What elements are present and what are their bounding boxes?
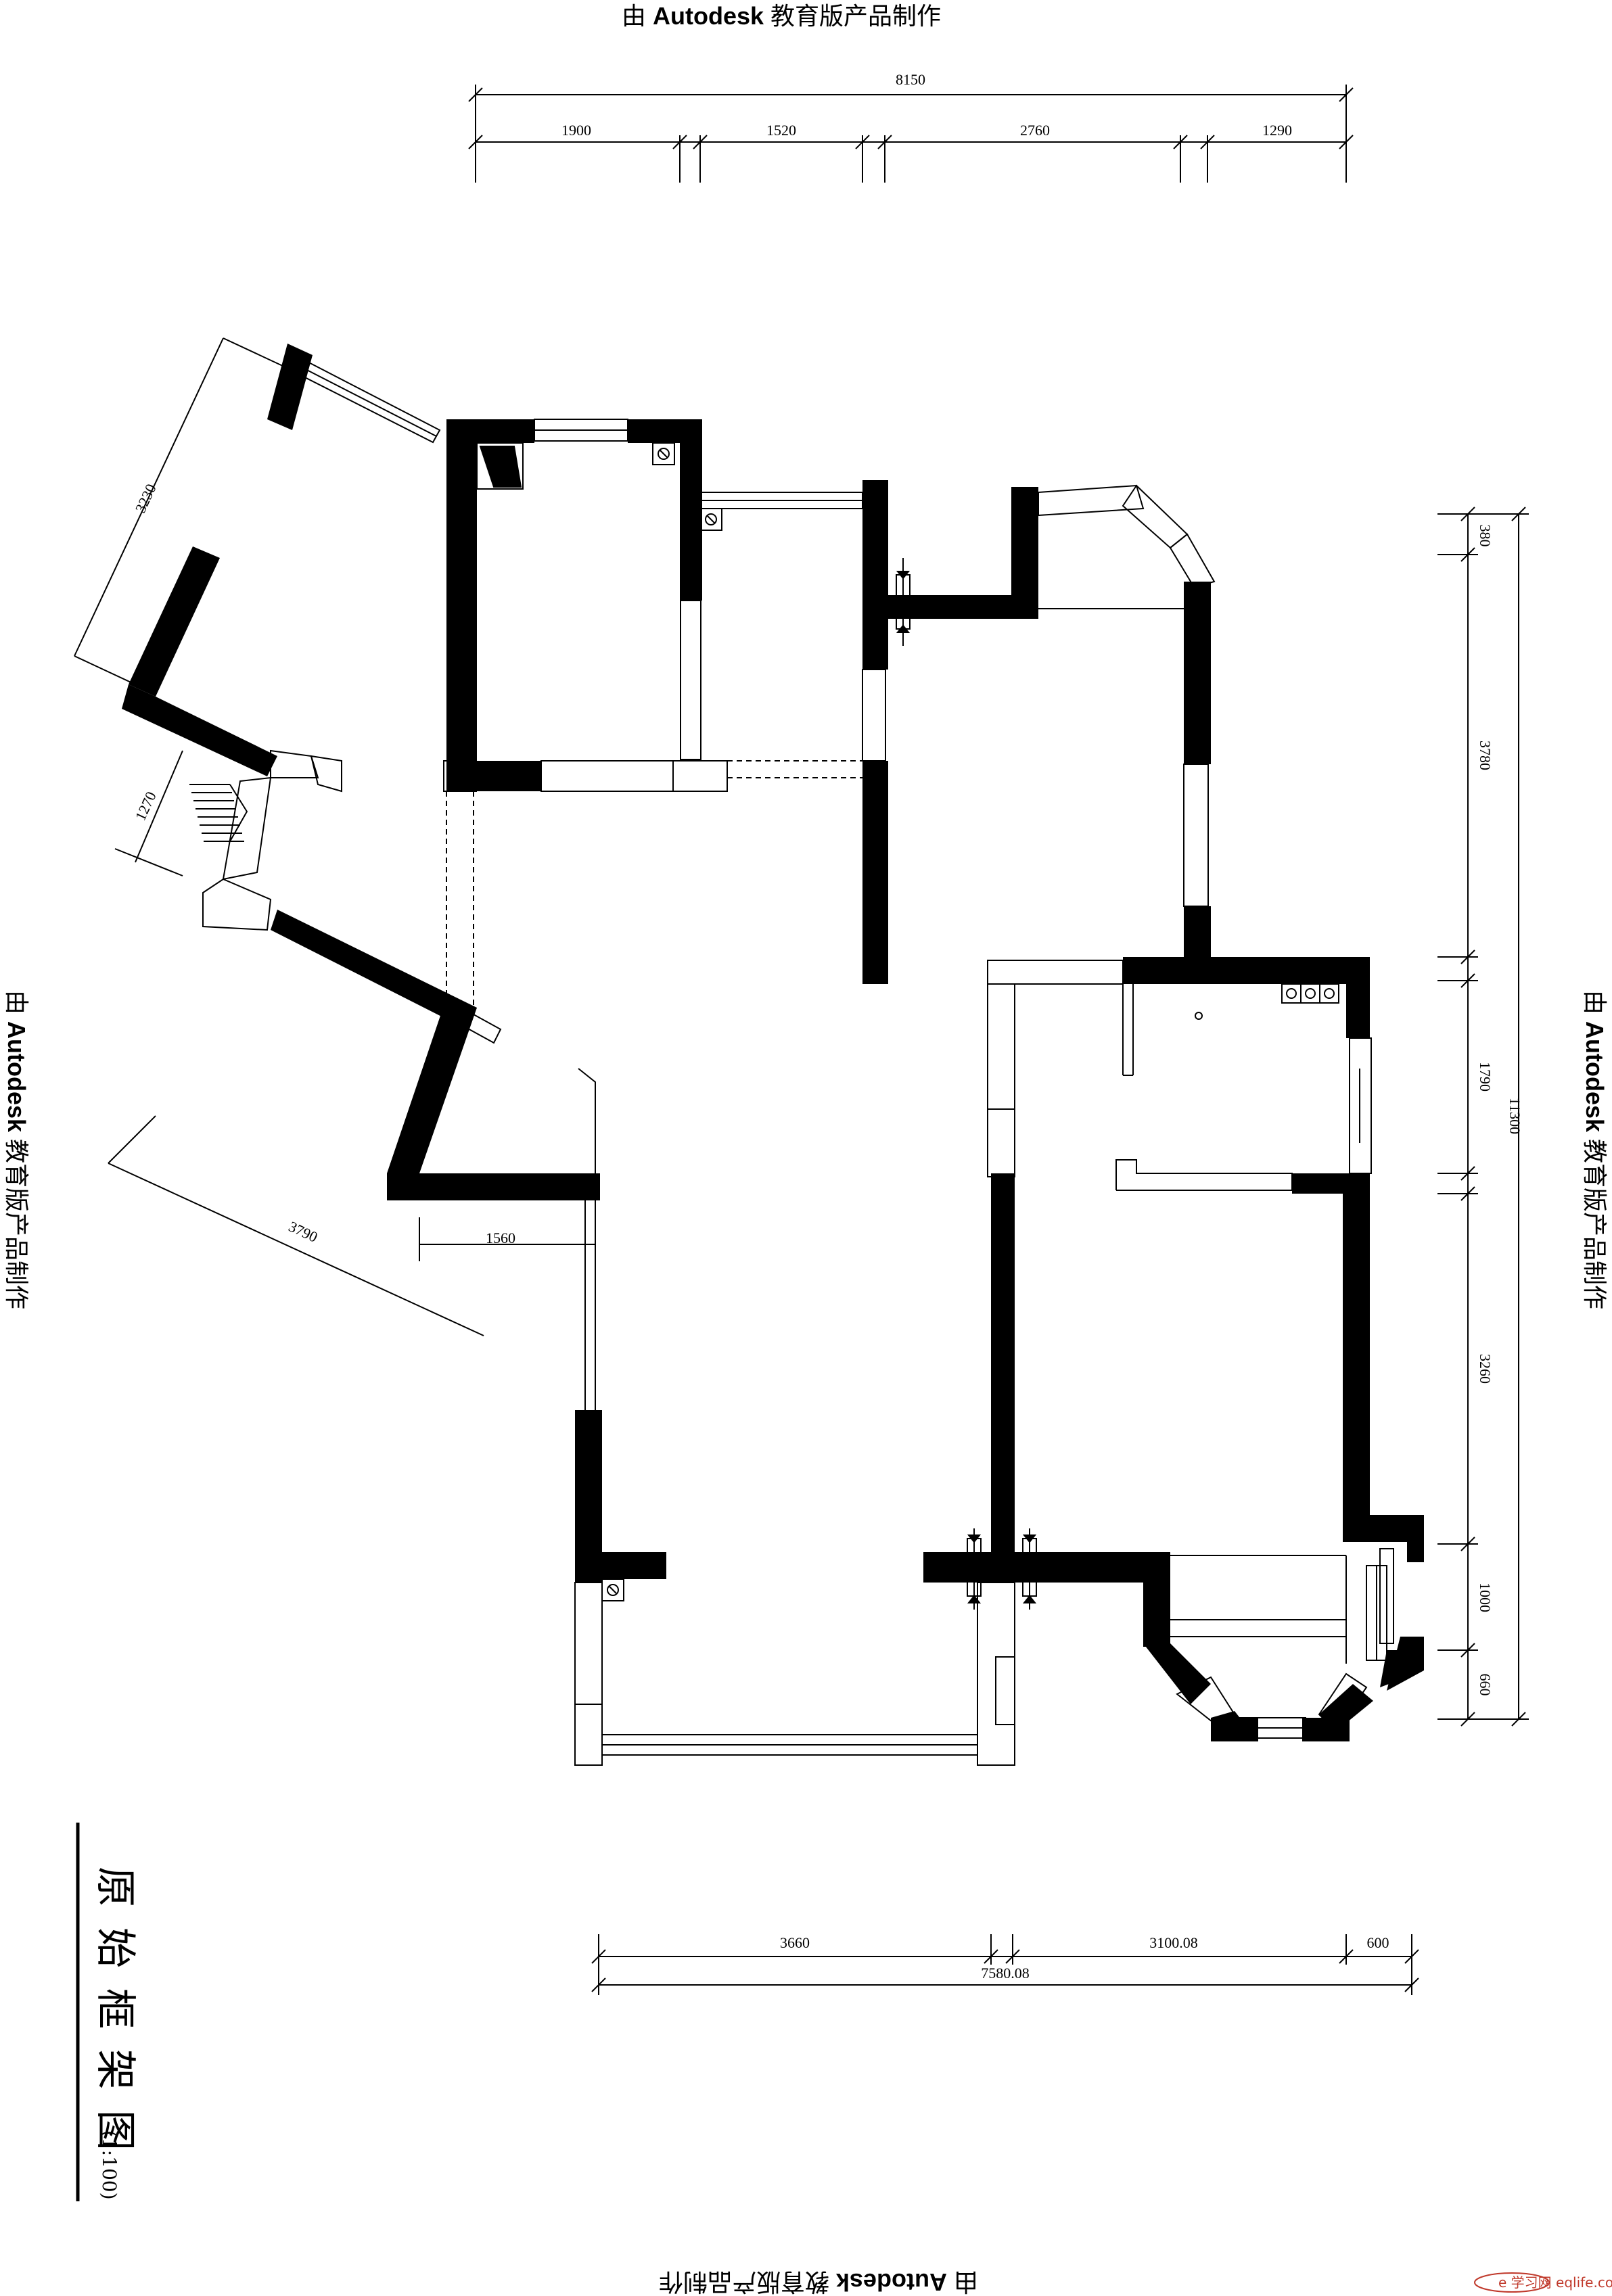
watermark-bottom: 由 Autodesk 教育版产品制作 [659, 2268, 978, 2296]
watermark-top-prefix: 由 [622, 2, 646, 30]
thin-lines [189, 357, 1394, 1766]
dim-bottom-total: 7580.08 [981, 1965, 1030, 1982]
dim-right-seg-5: 1000 [1477, 1583, 1494, 1612]
dim-top-seg-2: 1520 [766, 122, 796, 139]
dim-left-angled-upper: 3230 [132, 482, 160, 515]
title-char-1: 原 [91, 1867, 139, 1907]
dim-left-angled-entry: 1270 [132, 789, 160, 823]
watermark-right-suffix: 教育版产品制作 [1581, 1139, 1609, 1309]
title-char-5: 图 [91, 2110, 139, 2151]
dim-bottom-seg-1: 3660 [780, 1934, 810, 1951]
title-scale: (1:100) [98, 2130, 120, 2200]
dim-top-seg-1: 1900 [561, 122, 591, 139]
watermark-right-prefix: 由 [1581, 990, 1609, 1014]
dimension-right [1437, 507, 1529, 1727]
dimension-left-angled [74, 337, 596, 1336]
watermark-top: 由 Autodesk 教育版产品制作 [622, 2, 941, 30]
dim-right-seg-3: 1790 [1477, 1062, 1494, 1092]
dim-right-seg-4: 3260 [1477, 1354, 1494, 1384]
dim-top-seg-4: 1290 [1262, 122, 1292, 139]
dim-top-seg-3: 2760 [1020, 122, 1050, 139]
dimension-top [468, 85, 1354, 183]
title-char-4: 架 [91, 2049, 139, 2090]
dim-left-horizontal: 1560 [486, 1229, 515, 1246]
dim-right-seg-1: 380 [1477, 525, 1494, 547]
watermark-right: 由 Autodesk 教育版产品制作 [1581, 990, 1609, 1309]
dim-right-seg-6: 660 [1477, 1674, 1494, 1696]
watermark-top-brand: Autodesk [653, 2, 764, 30]
dim-right-seg-2: 3780 [1477, 741, 1494, 770]
watermark-left-suffix: 教育版产品制作 [3, 1139, 30, 1309]
watermark-right-brand: Autodesk [1581, 1021, 1609, 1133]
dim-bottom-seg-3: 600 [1367, 1934, 1389, 1951]
dimension-bottom [591, 1934, 1419, 1995]
watermark-bottom-prefix: 由 [954, 2268, 978, 2296]
watermark-top-suffix: 教育版产品制作 [770, 2, 941, 30]
site-logo: e 学习网 eqlife.com [1474, 2272, 1612, 2293]
watermark-left: 由 Autodesk 教育版产品制作 [3, 990, 30, 1309]
site-logo-text: e 学习网 eqlife.com [1498, 2274, 1612, 2291]
title-block: 原 始 框 架 图 (1:100) [91, 1867, 139, 2200]
fixtures [476, 442, 1339, 1610]
dim-right-total: 11300 [1506, 1098, 1523, 1134]
watermark-bottom-suffix: 教育版产品制作 [659, 2268, 829, 2296]
dim-left-angled-lower: 3790 [286, 1218, 320, 1246]
walls [122, 344, 1424, 1741]
dim-bottom-seg-2: 3100.08 [1149, 1934, 1198, 1951]
title-char-2: 始 [91, 1927, 139, 1968]
watermark-bottom-brand: Autodesk [835, 2268, 947, 2296]
watermark-left-prefix: 由 [3, 990, 30, 1014]
title-char-3: 框 [91, 1988, 139, 2029]
watermark-left-brand: Autodesk [3, 1021, 30, 1133]
dim-top-total: 8150 [896, 71, 925, 88]
